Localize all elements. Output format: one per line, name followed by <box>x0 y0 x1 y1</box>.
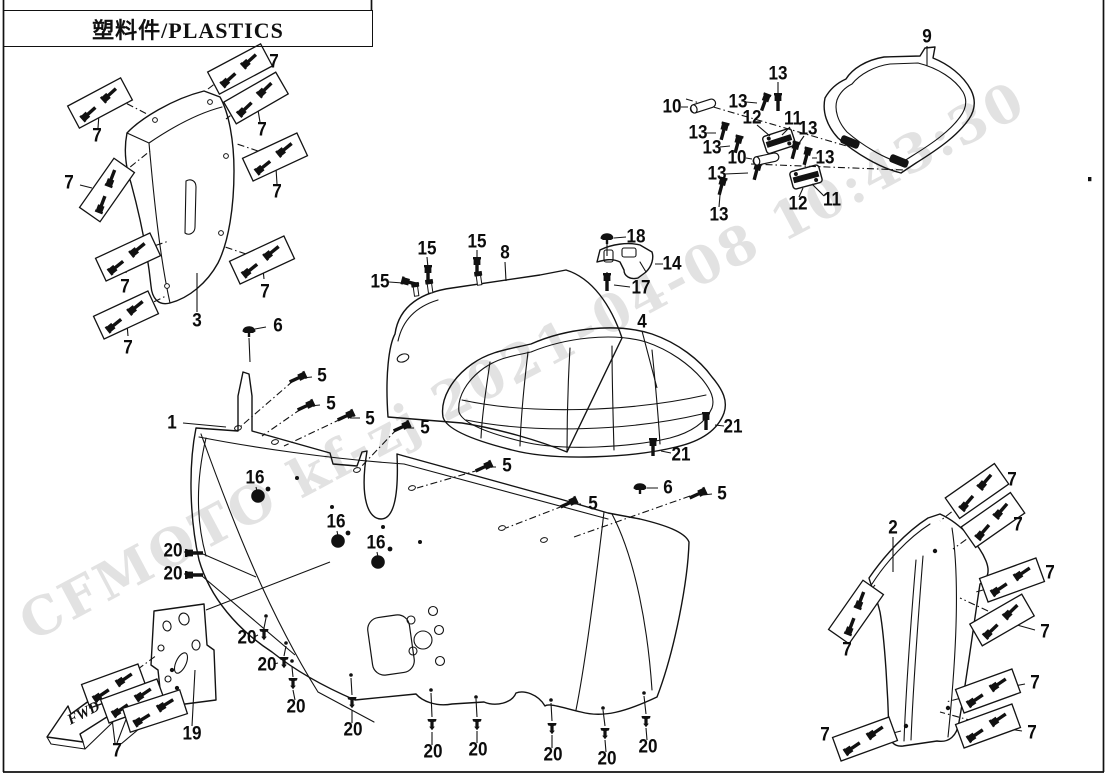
part-8-side-panel <box>386 269 623 453</box>
cap-clip-icon <box>242 326 256 337</box>
screw-kit-box-icon <box>980 558 1045 602</box>
panel-hole-dots <box>264 476 951 729</box>
screw-icon <box>687 486 708 502</box>
hinge-assembly <box>762 127 823 190</box>
push-rivet-icon <box>288 678 298 690</box>
screw-kit-box-icon <box>833 717 898 761</box>
screw-icon <box>335 408 356 424</box>
part-14-bracket <box>596 242 654 280</box>
push-rivet-icon <box>547 723 557 735</box>
part-2-rear-panel <box>868 513 989 747</box>
screw-icon <box>649 438 657 456</box>
part-3-fender-panel <box>124 90 235 305</box>
leader-lines <box>79 46 1041 753</box>
screw-icon <box>295 398 316 414</box>
page-title-text: 塑料件/PLASTICS <box>92 17 284 43</box>
part-19-bracket-plate <box>150 603 217 708</box>
hinge-pin-icon <box>751 151 781 167</box>
screw-icon <box>603 273 611 291</box>
part-4-floor-tray <box>441 327 727 458</box>
screw-kit-box-icon <box>94 291 159 339</box>
rivet-pin-icon <box>387 546 393 552</box>
screw-kit-box-icon <box>80 158 135 221</box>
rivet-pin-icon <box>345 530 351 536</box>
screw-kit-box-icon <box>96 233 161 281</box>
rivet-head-icon <box>371 555 385 569</box>
screw-icon <box>800 146 813 166</box>
part-9-cover <box>823 46 975 174</box>
screw-icon <box>185 549 203 557</box>
screw-kit-box-icon <box>243 133 308 181</box>
push-rivet-icon <box>347 697 357 709</box>
push-rivet-icon <box>472 719 482 731</box>
screw-kit-box-icon <box>230 236 295 284</box>
screw-icon <box>757 92 772 112</box>
part-1-main-panel <box>190 371 690 723</box>
push-rivet-icon <box>641 716 651 728</box>
stray-mark <box>1088 177 1092 182</box>
screw-icon <box>715 176 728 196</box>
screw-kit-box-icon <box>829 580 884 643</box>
screw-icon <box>185 571 203 579</box>
rivet-head-icon <box>251 489 265 503</box>
rivet-head-icon <box>331 534 345 548</box>
screw-kit-box-icon <box>970 594 1034 646</box>
page-title: 塑料件/PLASTICS <box>3 10 373 47</box>
screw-icon <box>774 93 782 111</box>
screw-icon <box>473 459 494 475</box>
rivet-pin-icon <box>265 486 271 492</box>
cap-clip-icon <box>600 233 614 244</box>
screw-kit-box-icon <box>68 78 133 128</box>
screw-icon <box>717 121 730 141</box>
push-rivet-icon <box>427 719 437 731</box>
hinge-pin-icon <box>688 97 718 115</box>
screw-icon <box>391 419 412 435</box>
screw-icon <box>731 134 744 154</box>
push-rivet-icon <box>600 728 610 740</box>
cap-clip-icon <box>633 483 647 494</box>
push-rivet-icon <box>259 629 269 641</box>
